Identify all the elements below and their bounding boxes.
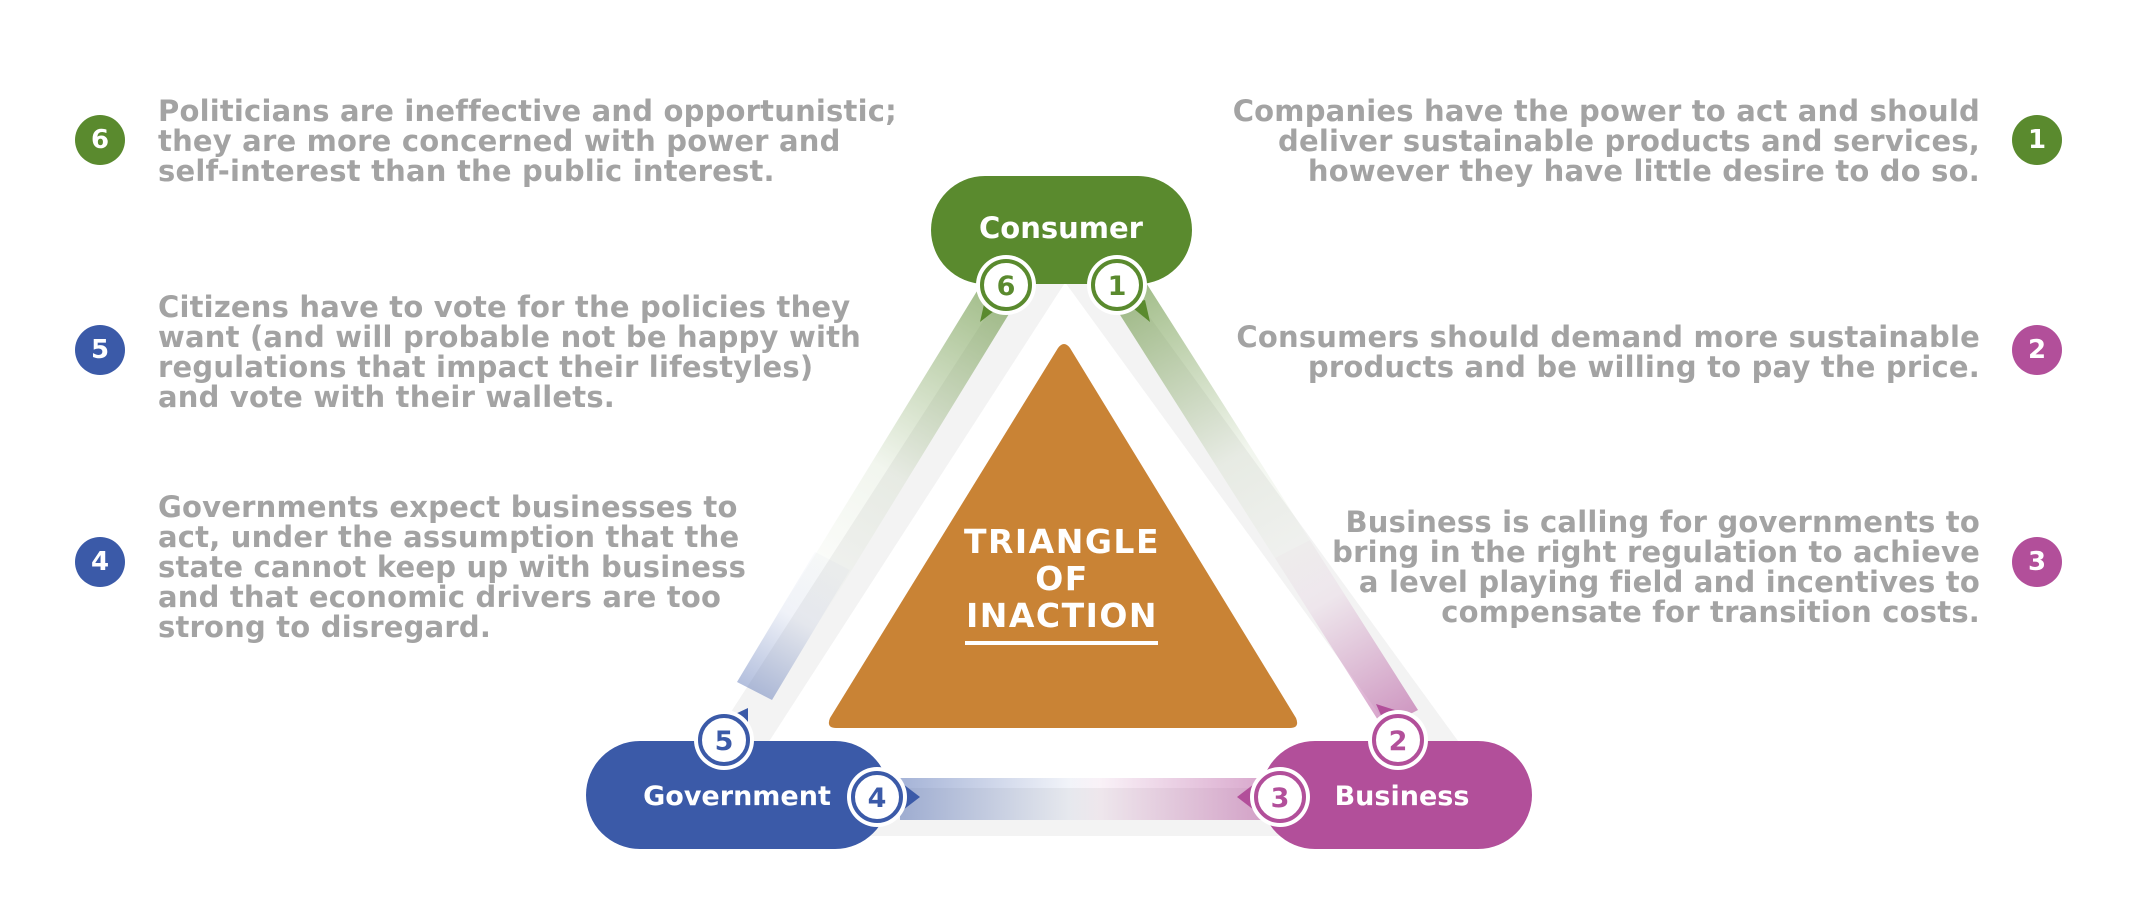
arrow-tip-3 — [1237, 784, 1254, 810]
statement-5-text: Citizens have to vote for the policies t… — [158, 292, 861, 412]
marker-6: 6 — [976, 255, 1036, 315]
marker-3-label: 3 — [1271, 783, 1290, 814]
statement-4-line-5: strong to disregard. — [158, 610, 492, 644]
statement-2-text: Consumers should demand more sustainable… — [1236, 322, 1980, 382]
statement-3-text: Business is calling for governments to b… — [1332, 507, 1980, 627]
center-title-line-2: OF — [1035, 559, 1089, 598]
statement-4-line-3: state cannot keep up with business — [158, 550, 747, 584]
marker-4: 4 — [847, 767, 907, 827]
statement-4-text: Governments expect businesses to act, un… — [158, 492, 746, 642]
statement-4-line-1: Governments expect businesses to — [158, 490, 738, 524]
center-title-line-3: INACTION — [966, 596, 1158, 635]
marker-4-label: 4 — [868, 783, 887, 814]
government-node — [586, 741, 889, 849]
statement-2-badge: 2 — [2012, 325, 2062, 375]
statement-6-badge: 6 — [75, 115, 125, 165]
statement-3-line-1: Business is calling for governments to — [1345, 505, 1980, 539]
statement-2-line-1: Consumers should demand more sustainable — [1236, 320, 1980, 354]
statement-5-badge: 5 — [75, 325, 125, 375]
statement-1-text: Companies have the power to act and shou… — [1233, 96, 1980, 186]
statement-3-line-2: bring in the right regulation to achieve — [1332, 535, 1980, 569]
marker-1-label: 1 — [1108, 271, 1127, 302]
statement-5-line-1: Citizens have to vote for the policies t… — [158, 290, 851, 324]
statement-1-line-1: Companies have the power to act and shou… — [1232, 94, 1980, 128]
marker-2-label: 2 — [1389, 726, 1408, 757]
center-triangle — [828, 344, 1298, 728]
marker-3: 3 — [1250, 767, 1310, 827]
statement-2-line-2: products and be willing to pay the price… — [1307, 350, 1980, 384]
statement-3-line-3: a level playing field and incentives to — [1358, 565, 1980, 599]
center-title-line-1: TRIANGLE — [964, 522, 1160, 561]
government-label: Government — [643, 781, 831, 812]
statement-1-line-3: however they have little desire to do so… — [1307, 154, 1980, 188]
flow-band-business-right — [1275, 540, 1418, 728]
business-label: Business — [1335, 781, 1470, 812]
statement-4-badge: 4 — [75, 537, 125, 587]
marker-2: 2 — [1368, 710, 1428, 770]
marker-5: 5 — [694, 710, 754, 770]
statement-3-line-4: compensate for transition costs. — [1441, 595, 1980, 629]
business-node — [1261, 741, 1532, 849]
marker-1: 1 — [1087, 255, 1147, 315]
statement-6-line-2: they are more concerned with power and — [158, 124, 841, 158]
statement-6-line-3: self-interest than the public interest. — [158, 154, 775, 188]
statement-6-text: Politicians are ineffective and opportun… — [158, 96, 897, 186]
marker-5-label: 5 — [715, 726, 734, 757]
statement-6-line-1: Politicians are ineffective and opportun… — [158, 94, 897, 128]
center-title-underline — [965, 641, 1158, 645]
statement-4-line-2: act, under the assumption that the — [158, 520, 740, 554]
arrow-tip-4 — [903, 784, 920, 810]
flow-band-business-bottom — [1065, 778, 1265, 820]
statement-4-line-4: and that economic drivers are too — [158, 580, 722, 614]
statement-5-line-4: and vote with their wallets. — [158, 380, 616, 414]
statement-5-line-3: regulations that impact their lifestyles… — [158, 350, 814, 384]
marker-6-label: 6 — [997, 271, 1016, 302]
consumer-label: Consumer — [979, 211, 1144, 245]
statement-1-badge: 1 — [2012, 115, 2062, 165]
statement-3-badge: 3 — [2012, 537, 2062, 587]
flow-band-government-left — [737, 552, 850, 700]
statement-1-line-2: deliver sustainable products and service… — [1278, 124, 1980, 158]
statement-5-line-2: want (and will probable not be happy wit… — [158, 320, 861, 354]
